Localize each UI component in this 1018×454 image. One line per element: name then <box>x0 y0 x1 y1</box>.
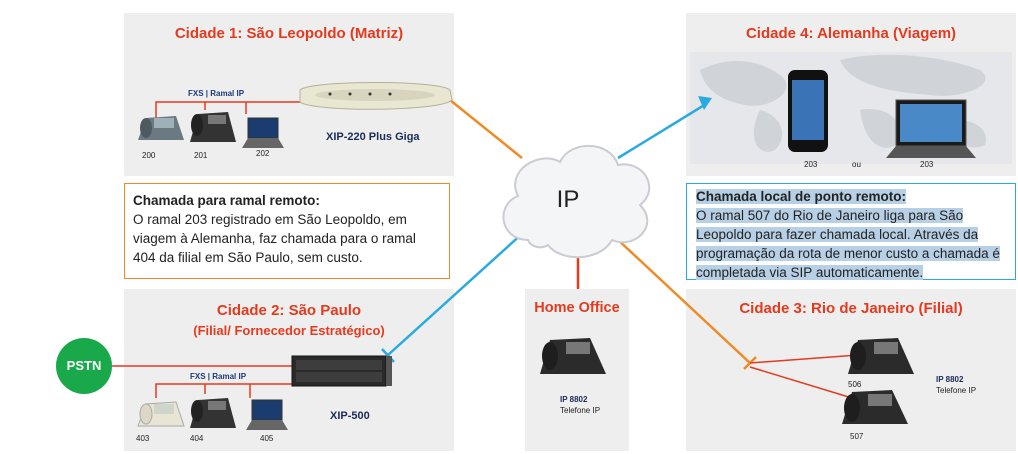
laptop-203-image <box>886 99 976 158</box>
ext-202-label: 202 <box>256 149 270 158</box>
note-remote-extension <box>124 183 450 279</box>
ext-203-phone-label: 203 <box>804 160 818 169</box>
home-office-title: Home Office <box>534 300 620 316</box>
ip-cloud-label: IP <box>556 186 580 213</box>
note-right-line-4: completada via SIP automaticamente. <box>696 265 924 280</box>
link-city4 <box>617 102 707 160</box>
note-left-line-1: O ramal 203 registrado em São Leopoldo, … <box>133 212 407 227</box>
or-label: ou <box>852 160 861 169</box>
smartphone-203-image <box>788 70 828 152</box>
city3-title: Cidade 3: Rio de Janeiro (Filial) <box>739 300 963 317</box>
city1-fxs-label: FXS | Ramal IP <box>188 89 245 98</box>
ext-507-label: 507 <box>850 432 864 441</box>
city2-device-label: XIP-500 <box>330 410 370 422</box>
ext-200-label: 200 <box>142 151 156 160</box>
home-phone-image <box>540 338 606 374</box>
note-left-line-2: viagem à Alemanha, faz chamada para o ra… <box>133 231 416 246</box>
phone-200-image <box>138 116 184 140</box>
phone-404-image <box>190 398 236 428</box>
city2-title: Cidade 2: São Paulo <box>216 302 362 319</box>
city4-title: Cidade 4: Alemanha (Viagem) <box>745 25 957 42</box>
city3-model-desc: Telefone IP <box>936 386 977 395</box>
home-model-label: IP 8802 <box>560 395 588 404</box>
ip-cloud-icon <box>502 144 651 259</box>
ext-405-label: 405 <box>260 434 274 443</box>
ext-506-label: 506 <box>848 380 862 389</box>
city1-title: Cidade 1: São Leopoldo (Matriz) <box>174 25 404 42</box>
link-city2 <box>387 231 525 356</box>
city1-device-label: XIP-220 Plus Giga <box>326 131 420 143</box>
ext-404-label: 404 <box>190 434 204 443</box>
note-right-line-1: O ramal 507 do Rio de Janeiro liga para … <box>696 208 964 223</box>
note-right-line-2: Leopoldo para fazer chamada local. Atrav… <box>696 227 979 242</box>
note-left-text: Chamada para ramal remoto: O ramal 203 r… <box>133 191 449 267</box>
phone-506-image <box>848 338 914 374</box>
xip-500-rack-image <box>291 355 392 387</box>
city2-subtitle: (Filial/ Fornecedor Estratégico) <box>193 323 385 338</box>
city2-fxs-label: FXS | Ramal IP <box>190 372 247 381</box>
ext-203-laptop-label: 203 <box>920 160 934 169</box>
home-model-desc: Telefone IP <box>560 406 601 415</box>
phone-201-image <box>190 112 236 142</box>
note-left-line-3: 404 da filial em São Paulo, sem custo. <box>133 250 363 265</box>
note-right-text: Chamada local de ponto remoto: O ramal 5… <box>696 187 1014 282</box>
ext-201-label: 201 <box>194 151 208 160</box>
phone-403-image <box>137 401 185 427</box>
xip-220-router-image <box>299 82 453 110</box>
laptop-202-image <box>242 117 284 148</box>
phone-507-image <box>842 390 908 424</box>
city3-model-label: IP 8802 <box>936 375 964 384</box>
laptop-405-image <box>246 399 288 430</box>
link-city1 <box>449 99 523 159</box>
pstn-label: PSTN <box>66 358 102 373</box>
note-left-title: Chamada para ramal remoto: <box>133 193 320 208</box>
link-city3 <box>615 237 751 364</box>
note-right-line-3: programação da rota de menor custo a cha… <box>696 246 1000 261</box>
pstn-icon <box>56 338 112 394</box>
note-right-title: Chamada local de ponto remoto: <box>696 189 907 204</box>
ext-403-label: 403 <box>136 434 150 443</box>
